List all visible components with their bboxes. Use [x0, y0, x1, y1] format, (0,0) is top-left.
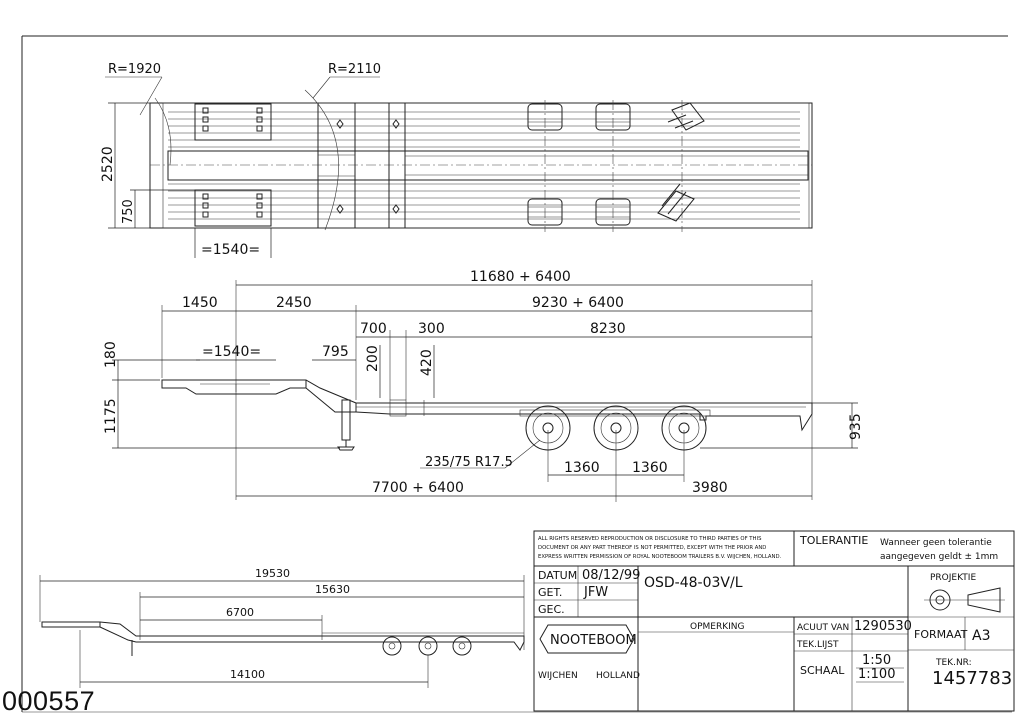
gec-label: GEC.	[538, 603, 565, 616]
city-label: WIJCHEN	[538, 671, 578, 681]
axle-to-rear-label: 3980	[692, 480, 728, 496]
tek-lijst-label: TEK.LIJST	[796, 640, 839, 650]
schaal-1: 1:50	[862, 653, 891, 668]
step-300-label: 300	[418, 321, 445, 337]
ramp-width-label: 750	[121, 199, 136, 224]
tek-nr-label: TEK.NR:	[935, 658, 972, 668]
copyright-line-2: DOCUMENT OR ANY PART THEREOF IS NOT PERM…	[538, 545, 766, 551]
kingpin-plate	[194, 103, 272, 227]
extended-view: 19530 15630 6700 14100	[39, 567, 525, 688]
neck-step-700-label: 700	[360, 321, 387, 337]
logo-text: NOOTEBOOM	[550, 633, 637, 648]
nooteboom-logo: NOOTEBOOM	[539, 624, 637, 654]
get-value: JFW	[583, 585, 608, 600]
projection-symbol-icon	[924, 587, 1005, 613]
wheels-side	[519, 405, 711, 451]
schaal-2: 1:100	[858, 667, 895, 682]
drawing-code: OSD-48-03V/L	[644, 575, 743, 591]
trailer-side	[161, 379, 813, 451]
get-label: GET.	[538, 586, 562, 599]
country-label: HOLLAND	[596, 671, 640, 681]
projection-label: PROJEKTIE	[930, 573, 976, 583]
neck-rise-label: 180	[103, 341, 119, 368]
width-2520-label: 2520	[100, 146, 116, 182]
kingpin-spacing-side-label: =1540=	[202, 344, 261, 360]
acuut-label: ACUUT VAN	[797, 623, 849, 633]
tolerance-text-1: Wanneer geen tolerantie	[880, 538, 992, 548]
title-block: ALL RIGHTS RESERVED REPRODUCTION OR DISC…	[533, 530, 1015, 712]
overall-length-label: 11680 + 6400	[470, 269, 571, 285]
copyright-line-1: ALL RIGHTS RESERVED REPRODUCTION OR DISC…	[538, 536, 762, 542]
kingpin-spacing-top-label: =1540=	[201, 242, 260, 258]
formaat-label: FORMAAT	[914, 628, 968, 641]
height-200-label: 200	[365, 345, 381, 372]
stamp-number: 000557	[2, 686, 96, 716]
wheel-sets-top	[527, 100, 705, 232]
tek-nr-value: 1457783	[932, 668, 1012, 689]
dim-6700-label: 6700	[226, 606, 254, 619]
datum-label: DATUM	[538, 569, 577, 582]
schaal-label: SCHAAL	[800, 664, 845, 677]
copyright-line-3: EXPRESS WRITTEN PERMISSION OF ROYAL NOOT…	[538, 554, 782, 560]
deck-length-label: 8230	[590, 321, 626, 337]
kingpin-to-neck-label: 2450	[276, 295, 312, 311]
radius-front-label: R=1920	[108, 62, 161, 77]
front-overhang-label: 1450	[182, 295, 218, 311]
formaat-value: A3	[972, 628, 990, 644]
dim-15630-label: 15630	[315, 583, 350, 596]
top-view: R=1920 R=2110 2520 750 =1540=	[100, 62, 813, 258]
axle-spacing-2-label: 1360	[632, 460, 668, 476]
neck-to-rear-label: 9230 + 6400	[532, 295, 624, 311]
deck-height-label: 935	[848, 413, 864, 440]
height-420-label: 420	[419, 349, 435, 376]
acuut-value: 1290530	[854, 619, 912, 634]
gooseneck-795-label: 795	[322, 344, 349, 360]
tolerance-text-2: aangegeven geldt ± 1mm	[880, 552, 998, 562]
side-view: 11680 + 6400 1450 2450 9230 + 6400 700 3…	[103, 269, 864, 502]
tolerance-label: TOLERANTIE	[799, 534, 868, 547]
kingpin-to-axle-label: 7700 + 6400	[372, 480, 464, 496]
opmerking-label: OPMERKING	[690, 622, 745, 632]
top-view-planks	[167, 111, 809, 220]
tyre-size-label: 235/75 R17.5	[425, 455, 513, 470]
side-dimensions: 11680 + 6400 1450 2450 9230 + 6400 700 3…	[103, 269, 864, 502]
datum-value: 08/12/99	[582, 568, 640, 583]
axle-spacing-1-label: 1360	[564, 460, 600, 476]
fifth-wheel-height-label: 1175	[103, 398, 119, 434]
sheet-frame	[21, 35, 1012, 713]
radius-gooseneck-label: R=2110	[328, 62, 381, 77]
dim-14100-label: 14100	[230, 668, 265, 681]
total-19530-label: 19530	[255, 567, 290, 580]
